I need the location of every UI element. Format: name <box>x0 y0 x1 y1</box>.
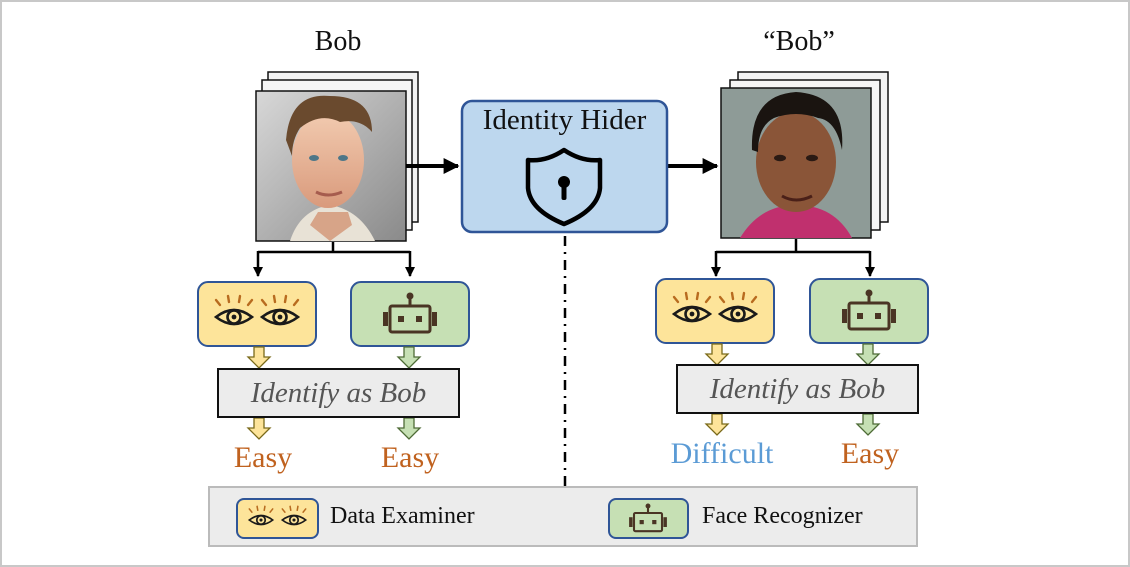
right-examiner-result: Difficult <box>670 437 774 470</box>
bob-face-photo <box>255 90 407 242</box>
identity-hider-title: Identity Hider <box>482 104 647 136</box>
left-examiner-box <box>197 281 317 347</box>
left-recognizer-box <box>350 281 470 347</box>
legend-recognizer-icon <box>608 498 689 539</box>
left-photo-stack <box>255 71 419 242</box>
legend-examiner-label: Data Examiner <box>330 503 475 529</box>
anonymized-face-photo <box>720 87 872 239</box>
left-branch-connectors <box>253 242 415 277</box>
arrow-recognizer-to-statement-left <box>397 346 421 369</box>
left-name-label: Bob <box>314 26 362 57</box>
arrow-examiner-to-statement-right <box>705 343 729 366</box>
arrow-statement-to-examiner-result-left <box>247 417 271 440</box>
legend-examiner-icon <box>236 498 319 539</box>
right-name-label: “Bob” <box>763 26 835 57</box>
legend-recognizer-label: Face Recognizer <box>702 503 863 529</box>
arrow-examiner-to-statement-left <box>247 346 271 369</box>
right-statement-box: Identify as Bob <box>676 364 919 414</box>
left-statement-box: Identify as Bob <box>217 368 460 418</box>
left-recognizer-result: Easy <box>380 441 440 474</box>
right-examiner-box <box>655 278 775 344</box>
shield-lock-icon <box>525 147 603 227</box>
right-recognizer-result: Easy <box>840 437 900 470</box>
arrow-statement-to-recognizer-result-left <box>397 417 421 440</box>
arrow-statement-to-examiner-result-right <box>705 413 729 436</box>
arrow-statement-to-recognizer-result-right <box>856 413 880 436</box>
arrow-recognizer-to-statement-right <box>856 343 880 366</box>
legend-box <box>208 486 918 547</box>
left-examiner-result: Easy <box>233 441 293 474</box>
right-branch-connectors <box>711 239 875 277</box>
right-recognizer-box <box>809 278 929 344</box>
identity-hider-box <box>460 99 669 234</box>
right-photo-stack <box>720 71 889 239</box>
